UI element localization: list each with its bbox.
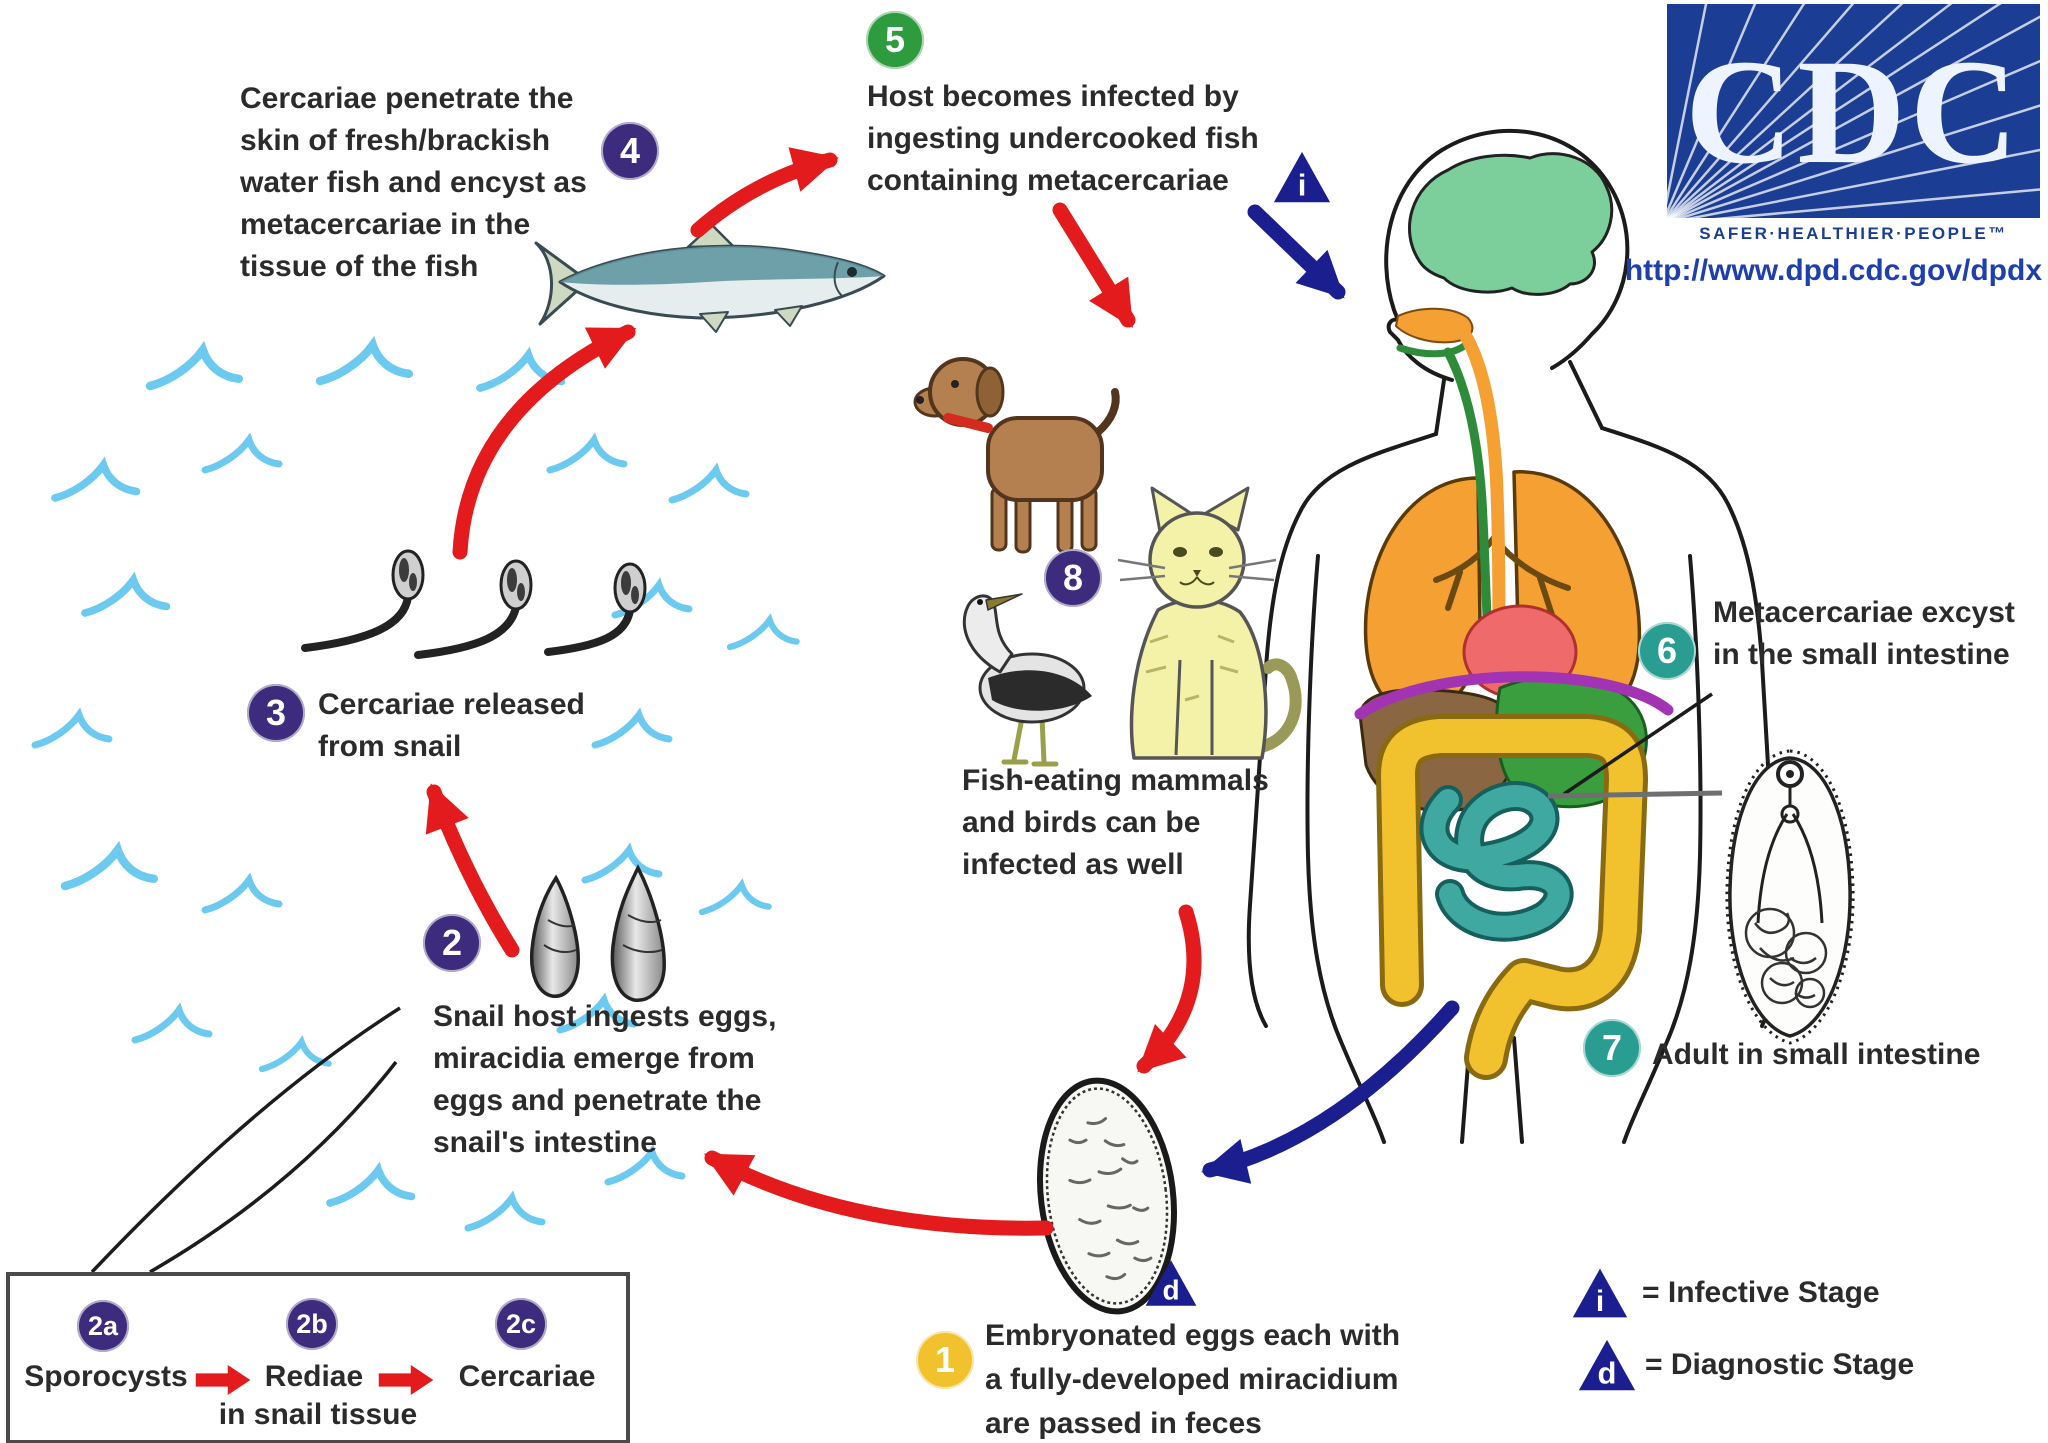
step-8-text: Fish-eating mammals and birds can be inf…	[962, 764, 1269, 881]
arrow-mammals-to-egg	[1136, 904, 1202, 1074]
brain-icon	[1407, 152, 1614, 296]
legend-infective-icon: i	[1572, 1268, 1628, 1318]
adult-fluke-icon	[1725, 749, 1855, 1045]
svg-text:i: i	[1298, 167, 1307, 202]
diaphragm-icon	[1354, 671, 1674, 720]
arrow-cercariae-to-fish	[452, 324, 637, 560]
step-6-text: Metacercariae excyst in the small intest…	[1713, 596, 2015, 671]
snail-tissue-box: 2a 2b 2c Sporocysts Rediae Cercariae in …	[6, 1272, 630, 1443]
step-5-text: Host becomes infected by ingesting under…	[867, 80, 1259, 197]
stage-2c-label: Cercariae	[458, 1360, 596, 1393]
stage-2b-label: Rediae	[264, 1360, 364, 1393]
step-1-badge: 1	[916, 1331, 974, 1389]
stage-2a-badge: 2a	[77, 1300, 129, 1352]
human-digestive-system-illustration	[1246, 128, 1780, 1144]
snail-shells-icon	[529, 864, 666, 1002]
step-4-text: Cercariae penetrate the skin of fresh/br…	[240, 82, 587, 283]
arrow-body-to-egg	[1201, 1000, 1460, 1184]
arrow-egg-to-snail	[703, 1150, 1054, 1236]
step-2-badge: 2	[423, 914, 481, 972]
step-7-badge: 7	[1583, 1019, 1641, 1077]
arrow-host-ingestion	[1052, 202, 1136, 328]
legend-diagnostic-label: = Diagnostic Stage	[1645, 1348, 1915, 1381]
egg-icon	[1036, 1077, 1178, 1315]
callout-lines	[90, 692, 1723, 1274]
step-1-text: Embryonated eggs each with a fully-devel…	[985, 1319, 1401, 1440]
arrow-snail-to-cercariae	[425, 783, 520, 958]
arrow-infective-to-mouth	[1247, 204, 1346, 300]
step-7-text: Adult in small intestine	[1652, 1038, 1981, 1071]
stage-arrows-blue	[1201, 204, 1460, 1184]
bird-illustration	[962, 593, 1092, 767]
stage-2b-badge: 2b	[286, 1298, 338, 1350]
step-6-badge: 6	[1638, 622, 1696, 680]
cat-illustration	[1117, 486, 1302, 760]
small-intestine-icon	[1419, 781, 1574, 942]
arrow-fish-to-host	[690, 147, 839, 238]
step-4-badge: 4	[601, 122, 659, 180]
fish-icon	[534, 223, 886, 333]
diagnostic-stage-icon: d	[1145, 1260, 1197, 1306]
stage-2a-label: Sporocysts	[24, 1360, 188, 1393]
cdc-tagline: SAFER·HEALTHIER·PEOPLE™	[1699, 224, 2008, 243]
step-3-badge: 3	[247, 684, 305, 742]
cdc-logo-rays-icon	[1667, 4, 2040, 218]
legend-infective-label: = Infective Stage	[1642, 1276, 1880, 1309]
cdc-logo: CDC	[1667, 4, 2040, 218]
stage-2c-badge: 2c	[495, 1298, 547, 1350]
cdc-logo-text: CDC	[1685, 29, 2022, 195]
dpdx-url[interactable]: http://www.dpd.cdc.gov/dpdx	[1624, 254, 2042, 287]
arrow-rediae-to-cercariae	[378, 1364, 434, 1396]
snail-tissue-caption: in snail tissue	[218, 1398, 418, 1431]
step-5-badge: 5	[866, 11, 924, 69]
large-intestine-icon	[1376, 714, 1648, 1080]
dog-illustration	[913, 357, 1120, 554]
svg-text:i: i	[1596, 1285, 1604, 1318]
cycle-arrows-red	[425, 147, 1202, 1236]
legend-diagnostic-icon: d	[1578, 1339, 1636, 1390]
arrow-sporocysts-to-rediae	[195, 1364, 251, 1396]
svg-text:d: d	[1162, 1275, 1179, 1306]
cercariae-icon	[301, 549, 647, 659]
infective-stage-icon: i	[1273, 151, 1331, 202]
step-2-text: Snail host ingests eggs, miracidia emerg…	[433, 1000, 777, 1159]
step-8-badge: 8	[1044, 549, 1102, 607]
svg-text:d: d	[1598, 1355, 1617, 1390]
step-3-text: Cercariae released from snail	[318, 688, 585, 763]
